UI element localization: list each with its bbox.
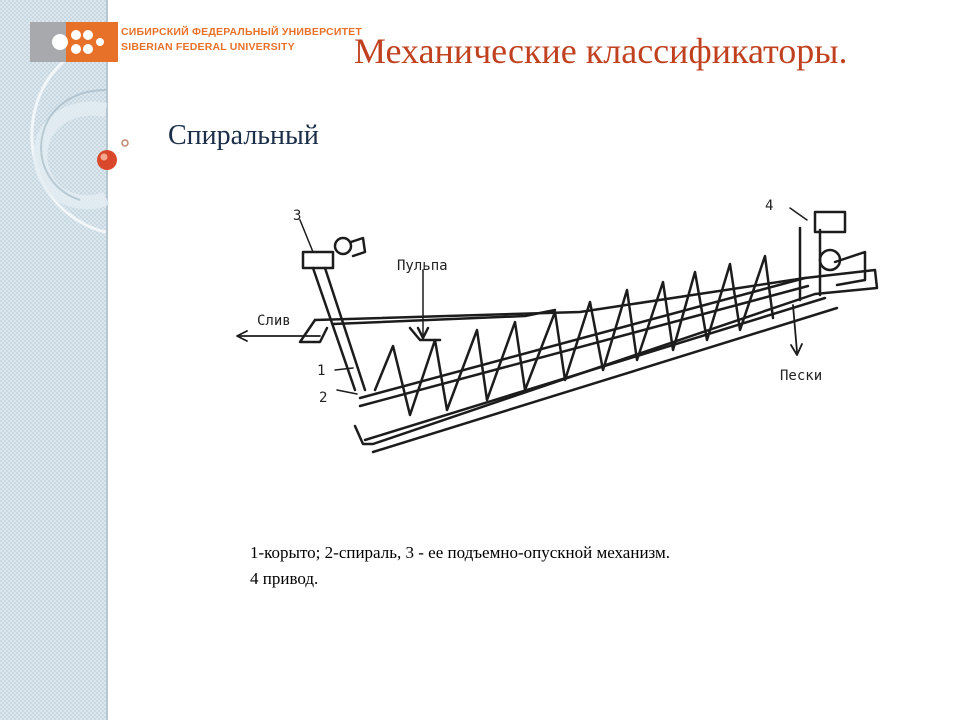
label-3: 3 xyxy=(293,208,301,224)
caption-line-2: 4 привод. xyxy=(250,569,319,588)
label-1: 1 xyxy=(317,363,325,379)
label-sands: Пески xyxy=(780,368,822,384)
lifting-mechanism xyxy=(311,266,367,392)
spiral-blades xyxy=(373,254,775,417)
label-pulp: Пульпа xyxy=(397,258,448,274)
page-title: Механические классификаторы. xyxy=(354,31,848,71)
orange-ball-icon xyxy=(97,150,117,170)
trough-bottom xyxy=(363,296,827,442)
section-subtitle: Спиральный xyxy=(168,120,319,151)
label-2: 2 xyxy=(319,390,327,406)
caption-line-1: 1-корыто; 2-спираль, 3 - ее подъемно-опу… xyxy=(250,543,671,562)
logo-text: СИБИРСКИЙ ФЕДЕРАЛЬНЫЙ УНИВЕРСИТЕТ SIBERI… xyxy=(121,25,362,55)
logo-text-en: SIBERIAN FEDERAL UNIVERSITY xyxy=(121,41,295,53)
drive-unit xyxy=(798,226,822,302)
label-drain: Слив xyxy=(257,313,291,329)
trough-outline xyxy=(313,268,879,446)
spiral-classifier-diagram: 3 4 1 2 Пульпа Слив Пески xyxy=(236,198,879,454)
diagram-caption: 1-корыто; 2-спираль, 3 - ее подъемно-опу… xyxy=(250,540,670,592)
university-logo-icon xyxy=(30,22,118,62)
decorative-swirl xyxy=(30,38,129,234)
label-4: 4 xyxy=(765,198,773,214)
logo-text-ru: СИБИРСКИЙ ФЕДЕРАЛЬНЫЙ УНИВЕРСИТЕТ xyxy=(121,26,362,38)
spiral-shaft xyxy=(358,276,807,400)
